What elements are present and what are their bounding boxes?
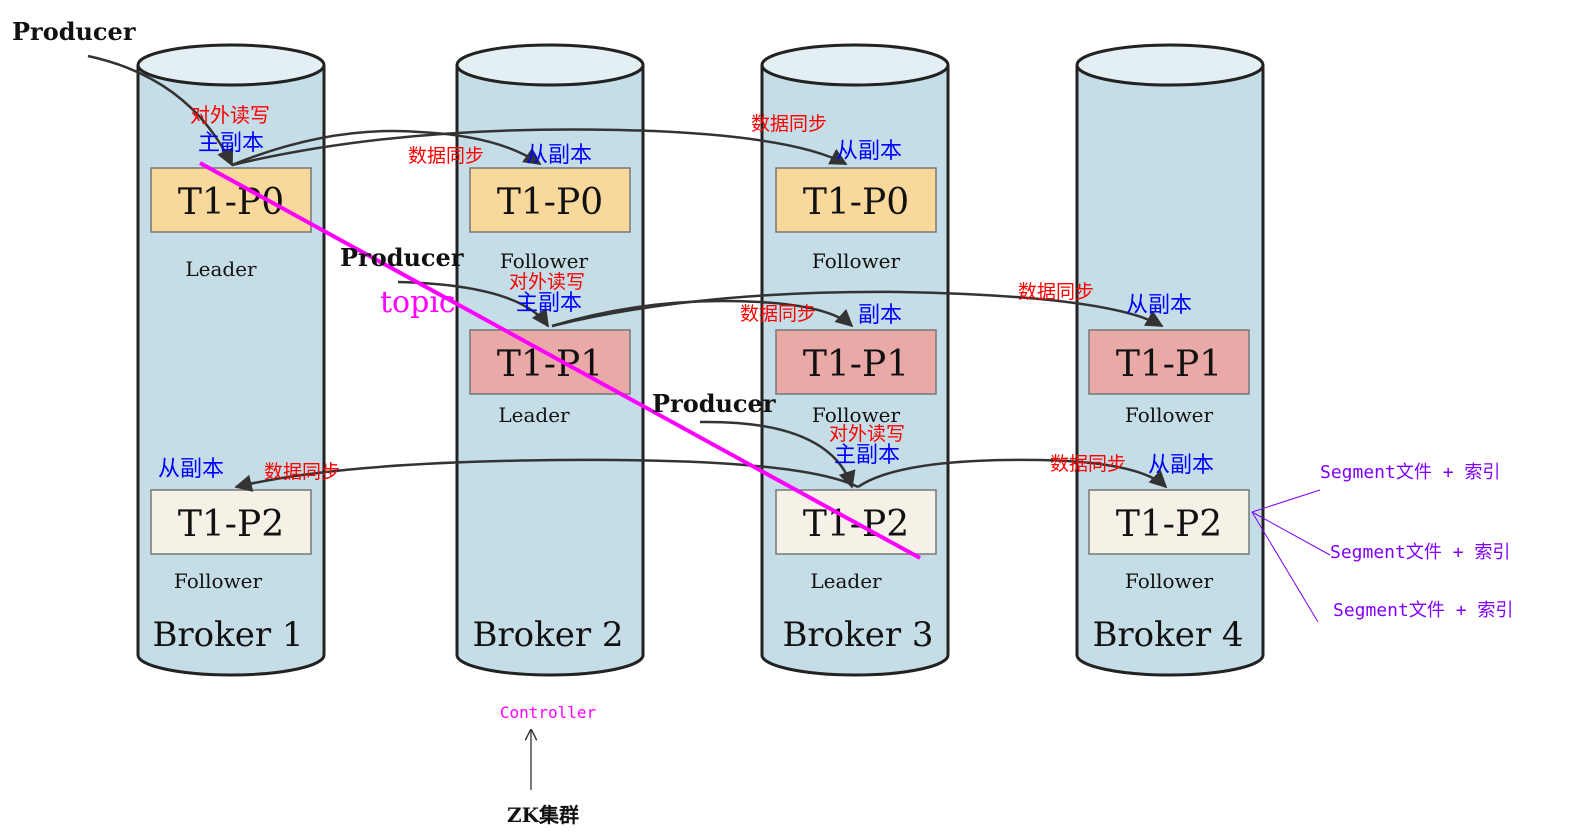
secondary-replica-label: 从副本 — [158, 457, 224, 482]
primary-replica-label: 主副本 — [198, 131, 264, 156]
producer-arrow-1 — [87, 54, 234, 167]
topic-line — [199, 161, 921, 560]
producer-label: Producer — [12, 17, 136, 46]
broker-label: Broker 1 — [152, 615, 303, 655]
producer-arrow-2 — [397, 280, 550, 328]
partition-role: Follower — [500, 249, 589, 273]
sync-arrow-p0-b3 — [231, 128, 848, 167]
broker-label: Broker 4 — [1092, 615, 1243, 655]
secondary-replica-label: 从副本 — [1126, 293, 1192, 318]
segment-label: Segment文件 + 索引 — [1330, 542, 1510, 563]
broker-label: Broker 2 — [472, 615, 623, 655]
partition-role: Leader — [185, 257, 257, 281]
secondary-replica-label: 从副本 — [526, 143, 592, 168]
controller-label: Controller — [500, 703, 597, 722]
topic-label: topic — [380, 285, 456, 320]
partition-b3-p1: T1-P1 Follower — [775, 329, 937, 427]
sync-arrow-p1-b4 — [551, 290, 1164, 328]
external-rw-label: 对外读写 — [509, 271, 585, 293]
sync-arrow-p2-b1 — [234, 458, 859, 492]
segment-label: Segment文件 + 索引 — [1333, 600, 1513, 621]
data-sync-label: 数据同步 — [1050, 453, 1126, 475]
partition-role: Follower — [1125, 403, 1214, 427]
external-rw-label: 对外读写 — [829, 423, 905, 445]
data-sync-label: 数据同步 — [1018, 281, 1094, 303]
partition-role: Leader — [810, 569, 882, 593]
data-sync-label: 数据同步 — [751, 113, 827, 135]
partition-role: Follower — [812, 403, 901, 427]
partition-b1-p2: T1-P2 Follower — [150, 489, 312, 593]
data-sync-label: 数据同步 — [264, 461, 340, 483]
partition-role: Follower — [812, 249, 901, 273]
replica-label: 副本 — [858, 303, 902, 328]
partition-b4-p2: T1-P2 Follower — [1088, 489, 1250, 593]
primary-replica-label: 主副本 — [516, 291, 582, 316]
secondary-replica-label: 从副本 — [836, 139, 902, 164]
partition-label: T1-P2 — [178, 504, 284, 545]
producer-label: Producer — [652, 389, 776, 418]
sync-arrow-p2-b4 — [857, 458, 1168, 489]
producer-arrow-3 — [699, 420, 856, 489]
partition-b4-p1: T1-P1 Follower — [1088, 329, 1250, 427]
partition-b3-p0: T1-P0 Follower — [775, 167, 937, 273]
partition-label: T1-P2 — [1116, 504, 1222, 545]
external-rw-label: 对外读写 — [190, 103, 270, 127]
partition-label: T1-P0 — [803, 182, 909, 223]
partition-label: T1-P1 — [497, 344, 603, 385]
sync-arrow-p0-b2 — [231, 129, 542, 167]
segment-lines — [1251, 489, 1331, 623]
partition-b1-p0: T1-P0 Leader — [150, 167, 312, 281]
broker-label: Broker 3 — [782, 615, 933, 655]
secondary-replica-label: 从副本 — [1148, 453, 1214, 478]
producer-label: Producer — [340, 243, 464, 272]
partition-role: Follower — [174, 569, 263, 593]
partition-label: T1-P0 — [178, 182, 284, 223]
partition-role: Follower — [1125, 569, 1214, 593]
partition-label: T1-P1 — [803, 344, 909, 385]
partition-label: T1-P0 — [497, 182, 603, 223]
primary-replica-label: 主副本 — [834, 443, 900, 468]
zk-cluster-label: ZK集群 — [507, 803, 579, 827]
sync-arrow-p1-b3 — [551, 299, 854, 328]
partition-b2-p0: T1-P0 Follower — [469, 167, 631, 273]
data-sync-label: 数据同步 — [408, 145, 484, 167]
replication-arrows — [87, 54, 1168, 492]
partition-label: T1-P1 — [1116, 344, 1222, 385]
segment-label: Segment文件 + 索引 — [1320, 462, 1500, 483]
partition-role: Leader — [498, 403, 570, 427]
data-sync-label: 数据同步 — [740, 303, 816, 325]
